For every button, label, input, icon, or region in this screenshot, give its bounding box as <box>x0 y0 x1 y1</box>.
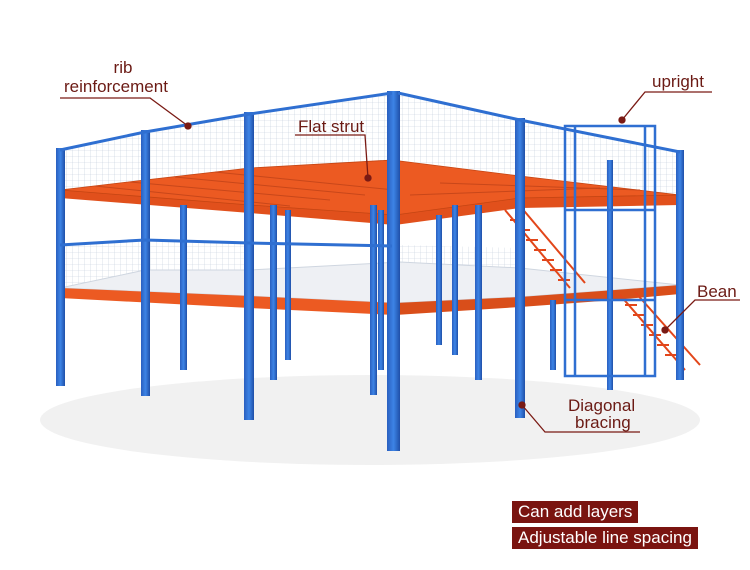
ground-shadow <box>40 375 700 465</box>
callout-leaders <box>60 91 740 433</box>
diagonal-label-line2: bracing <box>575 413 631 432</box>
flat-strut-label: Flat strut <box>298 117 365 136</box>
rib-label-line1: rib <box>113 58 133 77</box>
diagonal-label-line1: Diagonal <box>568 396 636 415</box>
top-rails <box>59 91 681 248</box>
upright-posts <box>56 91 684 451</box>
lower-staircase <box>619 291 701 371</box>
rib-label-line2: reinforcement <box>64 77 168 96</box>
bean-label: Bean <box>697 282 737 301</box>
upright-cage <box>563 124 657 378</box>
line-spacing-badge: Adjustable line spacing <box>512 527 698 549</box>
add-layers-badge: Can add layers <box>512 501 639 523</box>
upright-label: upright <box>652 72 704 91</box>
